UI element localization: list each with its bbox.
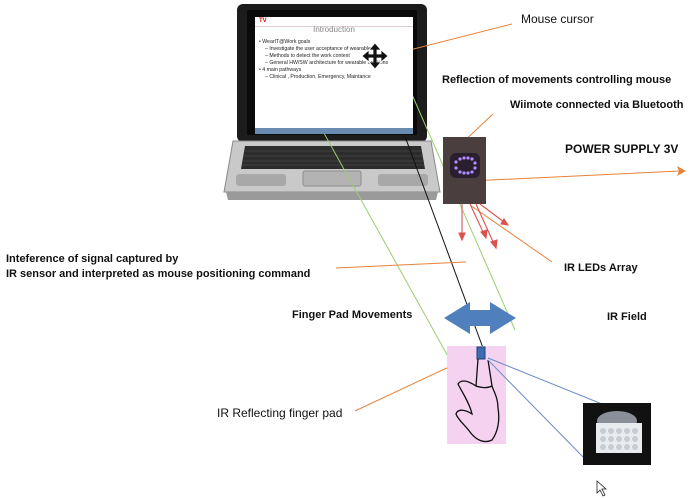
- label-interference-line1: Inteference of signal captured by: [6, 253, 179, 265]
- label-wiimote: Wiimote connected via Bluetooth: [510, 99, 684, 111]
- slide-title: Introduction: [313, 25, 355, 34]
- slide-bullets: • WearIT@Work goals – Investigate the us…: [259, 39, 409, 81]
- slide-bullet: – Clinical , Production, Emergency, Main…: [265, 74, 371, 80]
- label-interference-line2: IR sensor and interpreted as mouse posit…: [6, 268, 311, 280]
- sensor-photo: [583, 403, 651, 465]
- finger-pad-movement-arrow: [444, 302, 516, 334]
- label-mouse-cursor: Mouse cursor: [521, 12, 594, 26]
- label-power-supply: POWER SUPPLY 3V: [565, 142, 679, 156]
- label-ir-reflecting-pad: IR Reflecting finger pad: [217, 406, 343, 420]
- mouse-pointer-icon: [596, 480, 608, 497]
- hand-sketch: [455, 358, 500, 443]
- move-cursor-icon: [362, 43, 388, 69]
- laptop-screen-slide: TV Introduction • WearIT@Work goals – In…: [255, 17, 413, 134]
- slide-bullet: – General HW/SW architecture for wearabl…: [265, 60, 389, 66]
- label-ir-field: IR Field: [607, 311, 647, 323]
- finger-pad: [476, 346, 486, 360]
- label-finger-pad-movements: Finger Pad Movements: [292, 309, 413, 321]
- label-reflection: Reflection of movements controlling mous…: [442, 74, 672, 86]
- slide-bullet: – Investigate the user acceptance of wea…: [265, 46, 374, 52]
- slide-logo: TV: [259, 18, 267, 24]
- slide-bullet: • WearIT@Work goals: [259, 39, 311, 45]
- slide-header: [255, 17, 413, 27]
- sensor-lines: [487, 357, 603, 463]
- slide-bullet: – Methods to detect the work context: [265, 53, 350, 59]
- wiimote: [443, 137, 486, 204]
- ir-led-rays: [458, 203, 510, 250]
- label-ir-leds: IR LEDs Array: [564, 262, 638, 274]
- power-arrowhead: [677, 166, 686, 176]
- slide-footer: [255, 128, 413, 134]
- slide-bullet: • 4 main pathways: [259, 67, 302, 73]
